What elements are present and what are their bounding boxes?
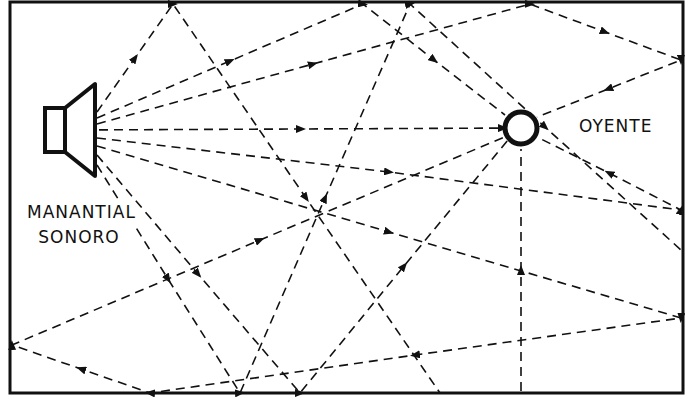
node-label: MANANTIAL SONORO bbox=[24, 200, 134, 250]
sound-ray bbox=[97, 4, 681, 124]
node-label: OYENTE bbox=[576, 114, 655, 139]
room-wall bbox=[10, 2, 683, 393]
direct-ray bbox=[99, 128, 503, 130]
sound-ray bbox=[12, 136, 681, 393]
speaker-symbol bbox=[43, 80, 99, 180]
sound-ray bbox=[520, 149, 522, 391]
listener-circle bbox=[501, 108, 541, 148]
sound-ray bbox=[97, 140, 508, 393]
sound-ray bbox=[97, 4, 505, 118]
sound-ray bbox=[97, 4, 440, 393]
sound-ray bbox=[97, 4, 681, 393]
sound-ray bbox=[97, 138, 681, 210]
